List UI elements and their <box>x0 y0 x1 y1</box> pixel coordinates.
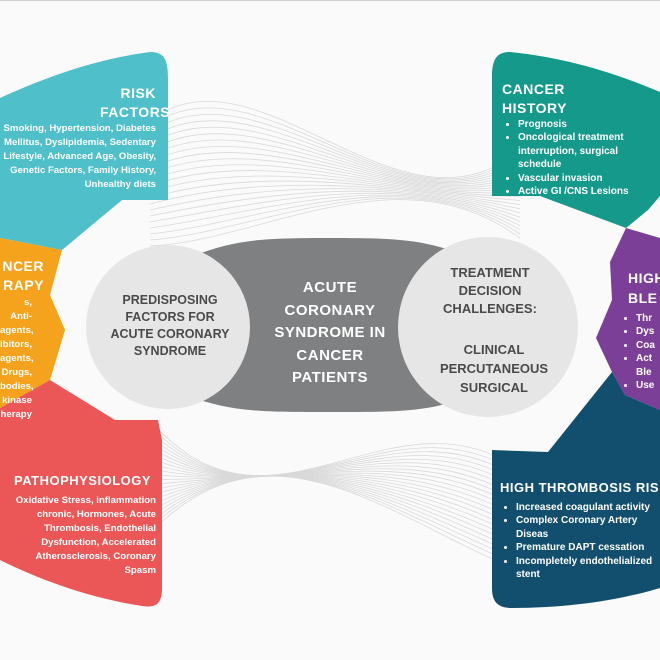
wave-line <box>149 468 521 514</box>
cancer-history-title: CANCER HISTORY <box>502 81 567 116</box>
wave-line <box>149 419 521 476</box>
high-bleeding-item: Coa <box>636 339 660 352</box>
wave-line <box>149 452 521 500</box>
wave-line <box>149 145 521 188</box>
left-circle-text: PREDISPOSING FACTORS FOR ACUTE CORONARY … <box>110 293 230 358</box>
high-thrombosis-item: Complex Coronary Artery Diseas <box>516 514 660 541</box>
pathophysiology-shape <box>0 380 162 607</box>
cancer-history-item: Vascular invasion <box>518 172 660 185</box>
wave-line <box>149 133 521 185</box>
wave-line <box>149 158 521 192</box>
risk-factors-shape <box>0 52 168 250</box>
wave-line <box>149 462 521 509</box>
cancer-therapy-text: s, Anti- agents, ibitors, agents, Drugs,… <box>0 297 34 420</box>
high-bleeding-item: Thr <box>636 312 660 325</box>
wave-line <box>149 120 521 182</box>
wave-line <box>149 126 521 184</box>
wave-line <box>149 474 521 528</box>
cancer-history-list: PrognosisOncological treatment interrupt… <box>504 118 660 198</box>
wave-line <box>149 107 521 180</box>
wave-line <box>149 425 521 476</box>
cancer-history-item: Prognosis <box>518 118 660 131</box>
wave-line <box>149 457 521 504</box>
pathophysiology-title: PATHOPHYSIOLOGY <box>14 473 152 488</box>
wave-line <box>149 475 521 562</box>
wave-line <box>149 475 521 538</box>
right-circle <box>398 237 578 417</box>
high-bleeding-item: Act Ble <box>636 352 660 379</box>
cancer-history-item: Active GI /CNS Lesions <box>518 185 660 198</box>
wave-line <box>149 196 521 235</box>
wave-line <box>149 139 521 186</box>
wave-line <box>149 175 521 201</box>
high-bleeding-item: Use <box>636 379 660 392</box>
wave-line <box>149 475 521 567</box>
wave-line <box>149 430 521 480</box>
wave-line <box>149 446 521 495</box>
high-thrombosis-item: Increased coagulant activity <box>516 501 660 514</box>
wave-line <box>149 475 521 533</box>
cancer-history-shape <box>492 52 660 228</box>
wave-line <box>149 184 521 210</box>
wave-line <box>149 164 521 194</box>
wave-line <box>149 475 521 548</box>
wave-line <box>149 474 521 524</box>
high-thrombosis-title: HIGH THROMBOSIS RIS <box>500 480 660 495</box>
wave-line <box>149 188 521 214</box>
wave-line <box>149 180 521 205</box>
cancer-history-item: Oncological treatment interruption, surg… <box>518 131 660 171</box>
wave-line <box>149 475 521 572</box>
wave-line <box>149 170 521 197</box>
wave-line <box>149 197 521 241</box>
wave-line <box>149 475 521 552</box>
high-thrombosis-item: Premature DAPT cessation <box>516 541 660 554</box>
pathophysiology-text: Oxidative Stress, inflammation chronic, … <box>15 495 156 576</box>
wave-line <box>149 194 521 229</box>
high-bleeding-item: Dys <box>636 325 660 338</box>
wave-line <box>149 190 521 218</box>
wave-line <box>149 152 521 190</box>
high-bleeding-title: HIGH BLE <box>628 270 660 306</box>
wave-line <box>149 475 521 543</box>
right-circle-options: CLINICAL PERCUTANEOUS SURGICAL <box>439 342 549 395</box>
wave-line <box>149 199 521 247</box>
high-bleeding-shape <box>596 228 660 410</box>
cancer-therapy-shape <box>0 238 65 408</box>
wave-line <box>149 192 521 223</box>
high-bleeding-list: ThrDysCoaAct BleUse <box>622 312 660 392</box>
decorative-wave-lines <box>149 100 521 572</box>
high-thrombosis-item: Incompletely endothelialized stent <box>516 555 660 582</box>
high-thrombosis-list: Increased coagulant activityComplex Coro… <box>502 501 660 581</box>
risk-factors-text: Smoking, Hypertension, Diabetes Mellitus… <box>3 123 156 190</box>
wave-line <box>149 475 521 557</box>
wave-line <box>149 113 521 181</box>
wave-line <box>149 441 521 490</box>
wave-line <box>149 435 521 485</box>
wave-line <box>149 473 521 519</box>
high-thrombosis-shape <box>492 372 660 608</box>
right-circle-title: TREATMENT DECISION CHALLENGES: <box>443 265 537 316</box>
cancer-therapy-title: NCER RAPY <box>2 258 44 293</box>
risk-factors-title: RISK FACTORS <box>100 85 171 120</box>
left-circle <box>86 245 250 409</box>
wave-line <box>149 100 521 178</box>
center-title: ACUTE CORONARY SYNDROME IN CANCER PATIEN… <box>274 279 386 386</box>
